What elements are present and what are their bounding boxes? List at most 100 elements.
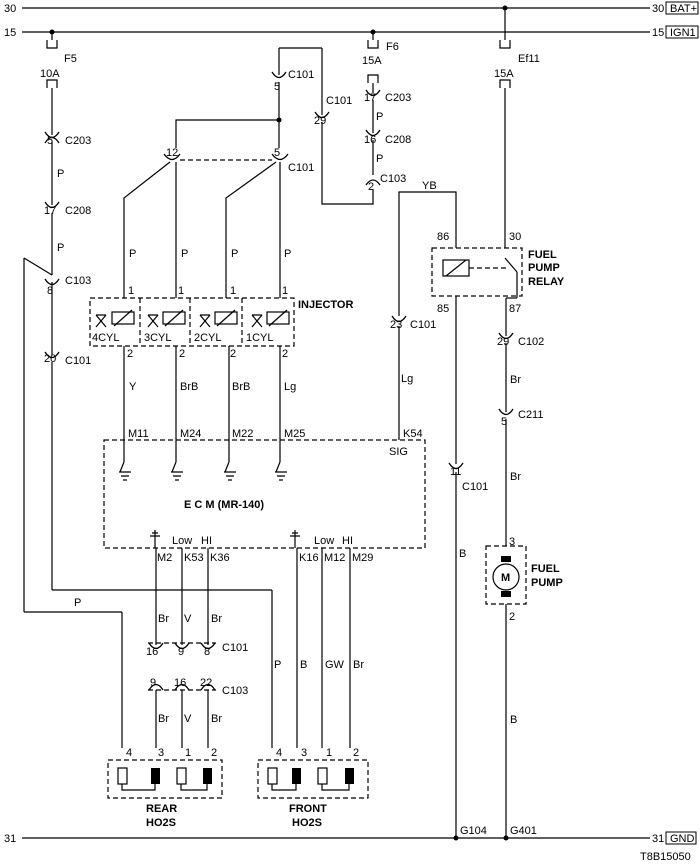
svg-text:IGN1: IGN1 xyxy=(670,27,696,39)
svg-text:B: B xyxy=(459,548,466,560)
figure-id: T8B15050 xyxy=(640,851,691,863)
svg-text:K54: K54 xyxy=(403,428,423,440)
fuel-pump: M 3 2 FUEL PUMP xyxy=(485,536,563,623)
svg-text:20: 20 xyxy=(44,353,56,365)
ground-g401: G401 xyxy=(510,825,537,837)
svg-text:P: P xyxy=(376,153,383,165)
svg-text:M25: M25 xyxy=(284,428,305,440)
injector-2cyl: 2CYL xyxy=(194,309,238,344)
front-ho2s-label-2: HO2S xyxy=(292,817,322,829)
svg-text:12: 12 xyxy=(166,147,178,159)
svg-text:15: 15 xyxy=(652,27,664,39)
relay-label-3: RELAY xyxy=(528,276,565,288)
rear-ho2s: 4 3 1 2 REAR HO2S xyxy=(107,747,223,829)
ground-g104: G104 xyxy=(460,825,487,837)
svg-text:F6: F6 xyxy=(386,41,399,53)
pump-label-2: PUMP xyxy=(531,577,563,589)
svg-text:5: 5 xyxy=(274,147,280,159)
svg-text:C102: C102 xyxy=(518,336,544,348)
svg-text:3CYL: 3CYL xyxy=(144,332,172,344)
svg-text:2: 2 xyxy=(282,348,288,360)
svg-text:30: 30 xyxy=(509,231,521,243)
svg-text:V: V xyxy=(184,613,192,625)
svg-text:9: 9 xyxy=(150,677,156,689)
svg-text:F5: F5 xyxy=(64,53,77,65)
svg-text:Low: Low xyxy=(314,535,334,547)
svg-text:87: 87 xyxy=(509,303,521,315)
motor-symbol: M xyxy=(501,572,510,584)
svg-text:P: P xyxy=(57,168,64,180)
svg-text:C208: C208 xyxy=(385,134,411,146)
svg-text:C203: C203 xyxy=(65,135,91,147)
svg-text:1: 1 xyxy=(185,747,191,759)
svg-text:Lg: Lg xyxy=(284,381,296,393)
svg-text:29: 29 xyxy=(497,336,509,348)
svg-text:16: 16 xyxy=(364,134,376,146)
svg-text:1CYL: 1CYL xyxy=(246,332,274,344)
svg-text:1: 1 xyxy=(178,285,184,297)
svg-text:2: 2 xyxy=(211,747,217,759)
svg-text:16: 16 xyxy=(146,646,158,658)
rear-ho2s-label-1: REAR xyxy=(146,803,177,815)
svg-text:C101: C101 xyxy=(410,319,436,331)
svg-text:11: 11 xyxy=(450,466,461,478)
svg-text:1: 1 xyxy=(230,285,236,297)
svg-text:C101: C101 xyxy=(288,162,314,174)
svg-text:M11: M11 xyxy=(128,428,149,440)
svg-text:C203: C203 xyxy=(385,92,411,104)
svg-text:C101: C101 xyxy=(222,642,248,654)
svg-text:5: 5 xyxy=(501,416,507,428)
wires xyxy=(23,8,518,838)
svg-text:5: 5 xyxy=(47,135,53,147)
svg-text:2: 2 xyxy=(127,348,133,360)
svg-text:BAT+: BAT+ xyxy=(670,3,697,15)
rail-gnd: 31 31 GND G104 G401 xyxy=(4,825,697,845)
svg-text:4: 4 xyxy=(126,747,132,759)
svg-text:C208: C208 xyxy=(65,205,91,217)
svg-text:B: B xyxy=(510,714,517,726)
svg-text:M22: M22 xyxy=(232,428,253,440)
svg-text:8: 8 xyxy=(47,285,53,297)
svg-text:17: 17 xyxy=(44,205,56,217)
svg-text:4: 4 xyxy=(276,747,282,759)
relay-label-2: PUMP xyxy=(528,262,560,274)
svg-text:3: 3 xyxy=(509,536,515,548)
svg-text:C103: C103 xyxy=(222,685,248,697)
svg-text:C103: C103 xyxy=(380,173,406,185)
svg-text:BrB: BrB xyxy=(180,381,198,393)
svg-text:2CYL: 2CYL xyxy=(194,332,222,344)
svg-text:Br: Br xyxy=(353,659,364,671)
svg-text:31: 31 xyxy=(4,833,16,845)
svg-text:Low: Low xyxy=(172,535,192,547)
fuse-ef11: Ef11 15A xyxy=(494,40,540,88)
front-ho2s: 4 3 1 2 FRONT HO2S xyxy=(257,747,369,829)
front-ho2s-label-1: FRONT xyxy=(289,803,327,815)
fuse-f5: F5 10A xyxy=(40,40,77,88)
svg-text:3: 3 xyxy=(158,747,164,759)
connector-contacts xyxy=(44,71,514,691)
svg-text:M12: M12 xyxy=(324,552,345,564)
injector-block: INJECTOR 4CYL 3CYL 2CYL 1CYL 1 1 1 xyxy=(89,285,353,360)
svg-text:15A: 15A xyxy=(362,55,382,67)
injector-3cyl: 3CYL xyxy=(144,309,186,344)
svg-text:Br: Br xyxy=(211,613,222,625)
svg-text:Br: Br xyxy=(510,471,521,483)
svg-text:23: 23 xyxy=(390,319,402,331)
svg-text:4CYL: 4CYL xyxy=(92,332,120,344)
svg-text:HI: HI xyxy=(342,535,353,547)
svg-text:K16: K16 xyxy=(299,552,319,564)
svg-text:Ef11: Ef11 xyxy=(518,53,540,65)
svg-text:M24: M24 xyxy=(180,428,201,440)
svg-text:Br: Br xyxy=(158,713,169,725)
svg-text:P: P xyxy=(181,248,188,260)
svg-text:Br: Br xyxy=(510,374,521,386)
svg-text:9: 9 xyxy=(178,646,184,658)
svg-text:2: 2 xyxy=(509,611,515,623)
svg-text:8: 8 xyxy=(204,646,210,658)
svg-text:C101: C101 xyxy=(326,95,352,107)
svg-text:K36: K36 xyxy=(210,552,230,564)
relay-label-1: FUEL xyxy=(528,249,557,261)
svg-text:15: 15 xyxy=(4,27,16,39)
